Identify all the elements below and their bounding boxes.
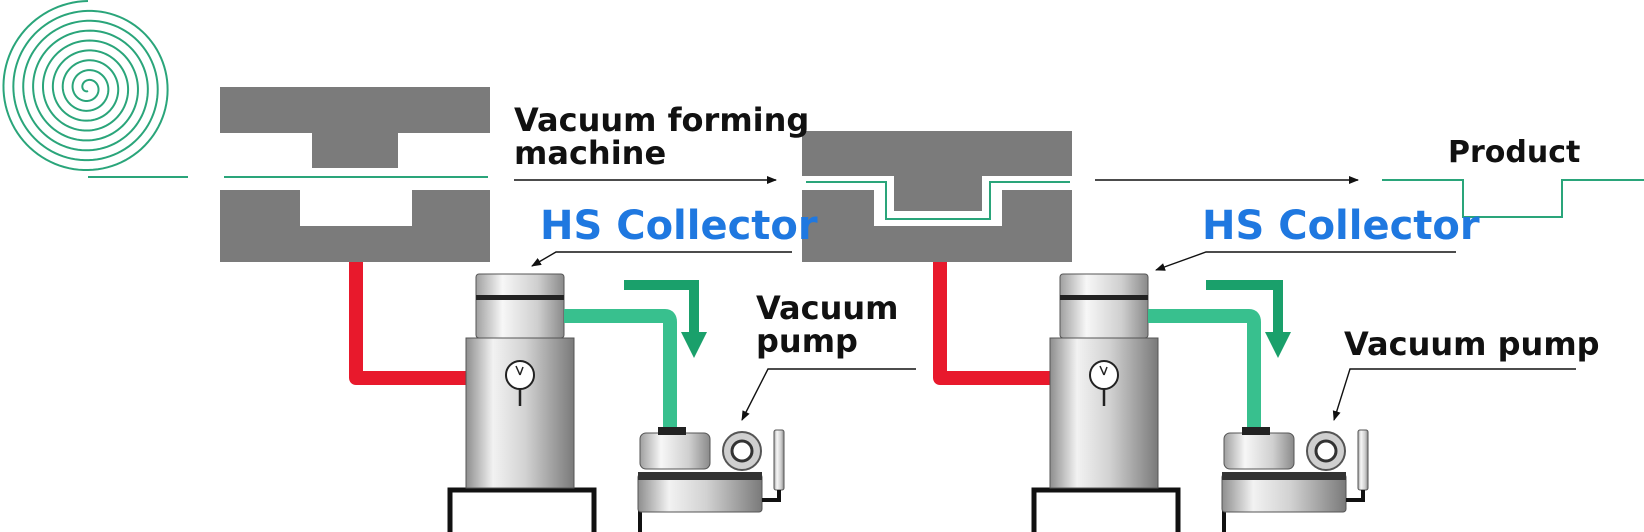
green-pipe-right bbox=[1148, 309, 1261, 428]
vacuum-pump-leader-left bbox=[741, 368, 916, 421]
collector-stand-left bbox=[447, 487, 597, 532]
film-roll bbox=[2, 0, 188, 178]
vacuum-pump-label-right: Vacuum pump bbox=[1344, 325, 1600, 363]
green-pipe-left bbox=[564, 309, 677, 428]
vacuum-pump-right bbox=[1221, 427, 1369, 532]
product-shape bbox=[1382, 179, 1644, 218]
red-pipe-right bbox=[933, 262, 1054, 385]
station-right bbox=[933, 251, 1576, 532]
mold-open bbox=[220, 87, 490, 262]
mold-closed-upper bbox=[802, 131, 1072, 211]
collector-cap-right bbox=[1059, 273, 1149, 339]
vacuum-pump-left-line2: pump bbox=[756, 321, 858, 360]
vacuum-pump-left bbox=[637, 427, 785, 532]
vacuum-pump-label-left: Vacuum pump bbox=[756, 292, 898, 357]
mold-open-lower bbox=[220, 190, 490, 262]
mold-closed-lower bbox=[802, 190, 1072, 262]
gauge-icon bbox=[505, 360, 535, 406]
hs-collector-leader-left bbox=[531, 251, 792, 267]
vacuum-forming-line1: Vacuum forming bbox=[514, 101, 810, 139]
mold-closed bbox=[802, 131, 1072, 262]
red-pipe-left bbox=[349, 262, 470, 385]
hs-collector-label-right: HS Collector bbox=[1202, 203, 1480, 249]
vacuum-forming-line2: machine bbox=[514, 133, 667, 172]
station-left bbox=[349, 251, 916, 532]
hs-collector-label-left: HS Collector bbox=[540, 203, 818, 249]
product-label: Product bbox=[1448, 135, 1581, 170]
flow-arrow-icon bbox=[1206, 280, 1291, 358]
collector-cap-left bbox=[475, 273, 565, 339]
gauge-icon bbox=[1089, 360, 1119, 406]
vacuum-forming-machine-label: Vacuum forming machine bbox=[514, 104, 809, 169]
flow-arrow-icon bbox=[624, 280, 707, 358]
vacuum-pump-leader-right bbox=[1332, 368, 1576, 421]
vacuum-pump-left-line1: Vacuum bbox=[756, 289, 899, 327]
mold-open-upper bbox=[220, 87, 490, 168]
hs-collector-leader-right bbox=[1155, 251, 1456, 271]
collector-stand-right bbox=[1031, 487, 1181, 532]
